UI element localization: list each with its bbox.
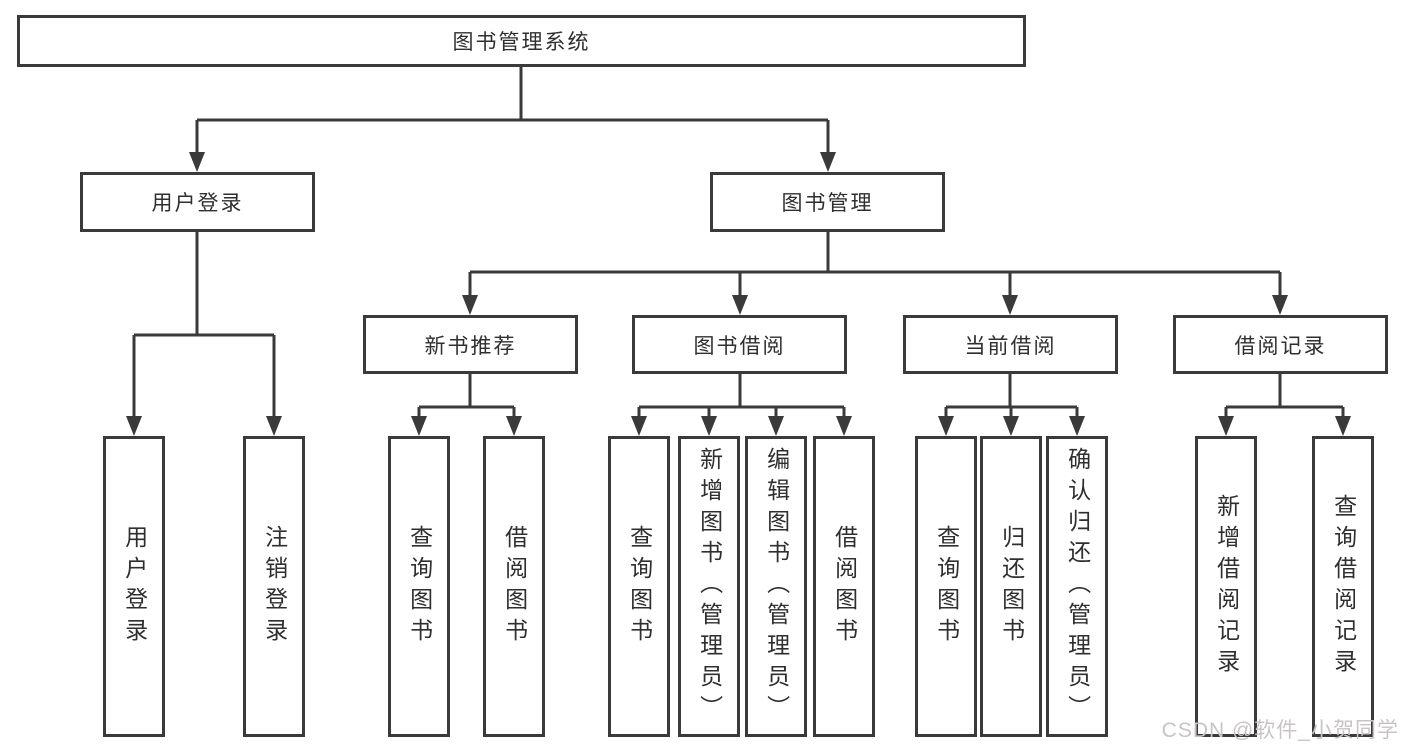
node-user-login: 用户登录	[80, 172, 315, 232]
leaf-borrow-books-1: 借阅图书	[483, 436, 545, 737]
leaf-borrow-books-2: 借阅图书	[813, 436, 875, 737]
leaf-query-books-2-label: 查询图书	[626, 524, 653, 649]
leaf-query-books-3: 查询图书	[915, 436, 977, 737]
leaf-return-books-label: 归还图书	[998, 524, 1025, 649]
node-borrowing-records-label: 借阅记录	[1234, 334, 1327, 358]
leaf-add-borrow-record-label: 新增借阅记录	[1213, 493, 1240, 680]
leaf-edit-books-admin-label: 编辑图书（管理员）	[763, 447, 790, 726]
leaf-return-books: 归还图书	[980, 436, 1042, 737]
leaf-query-books-1: 查询图书	[388, 436, 450, 737]
leaf-user-login-label: 用户登录	[121, 524, 148, 649]
csdn-watermark: CSDN @软件_小贺同学	[1161, 719, 1399, 742]
leaf-confirm-return-admin-label: 确认归还（管理员）	[1064, 447, 1091, 726]
leaf-query-books-1-label: 查询图书	[406, 524, 433, 649]
node-borrowing-records: 借阅记录	[1173, 315, 1388, 374]
leaf-confirm-return-admin: 确认归还（管理员）	[1046, 436, 1108, 737]
leaf-query-borrow-record-label: 查询借阅记录	[1330, 493, 1357, 680]
node-root-label: 图书管理系统	[452, 31, 591, 54]
leaf-edit-books-admin: 编辑图书（管理员）	[745, 436, 807, 737]
node-book-borrowing-label: 图书借阅	[693, 334, 786, 358]
node-book-management: 图书管理	[710, 172, 945, 232]
node-new-book-recommend: 新书推荐	[363, 315, 578, 374]
leaf-logout-label: 注销登录	[261, 524, 288, 649]
node-book-management-label: 图书管理	[781, 192, 874, 215]
node-current-borrowing-label: 当前借阅	[964, 334, 1057, 358]
node-new-book-recommend-label: 新书推荐	[424, 334, 517, 358]
node-book-borrowing: 图书借阅	[632, 315, 847, 374]
leaf-add-borrow-record: 新增借阅记录	[1195, 436, 1257, 737]
leaf-query-books-2: 查询图书	[608, 436, 670, 737]
node-current-borrowing: 当前借阅	[903, 315, 1118, 374]
leaf-query-borrow-record: 查询借阅记录	[1312, 436, 1374, 737]
leaf-add-books-admin: 新增图书（管理员）	[678, 436, 740, 737]
leaf-borrow-books-1-label: 借阅图书	[501, 524, 528, 649]
node-root: 图书管理系统	[17, 15, 1026, 67]
leaf-logout: 注销登录	[243, 436, 305, 737]
leaf-add-books-admin-label: 新增图书（管理员）	[696, 447, 723, 726]
node-user-login-label: 用户登录	[151, 192, 244, 215]
leaf-borrow-books-2-label: 借阅图书	[831, 524, 858, 649]
arrowheads	[126, 152, 1351, 436]
leaf-query-books-3-label: 查询图书	[933, 524, 960, 649]
leaf-user-login: 用户登录	[103, 436, 165, 737]
